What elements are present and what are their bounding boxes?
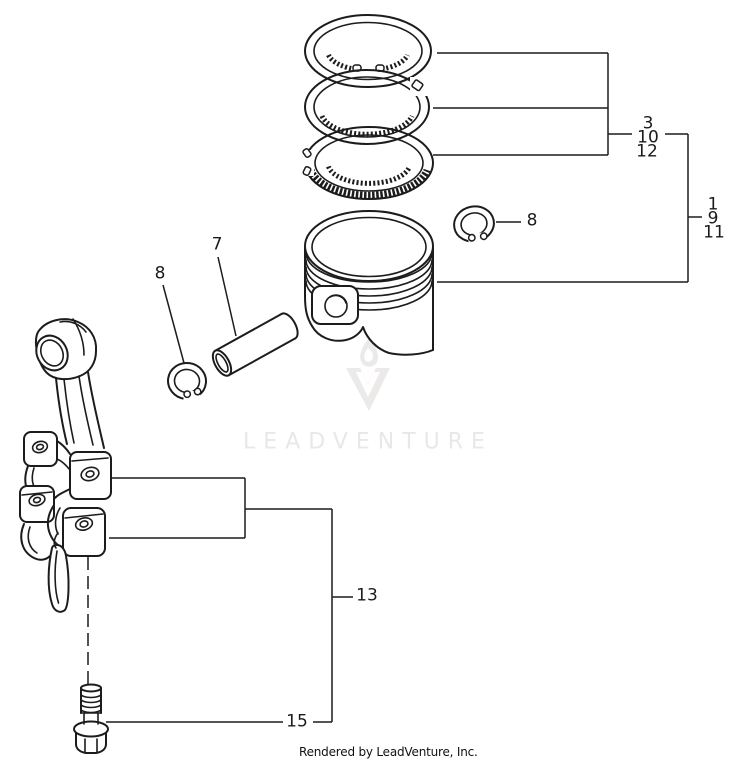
callout-clip-right-8: 8 [526, 210, 538, 231]
rod-bearing-shell [47, 544, 70, 613]
callout-ring-12: 12 [636, 141, 658, 162]
callout-piston-11: 11 [703, 222, 725, 243]
callout-piston-9: 9 [707, 208, 719, 229]
callout-bolt-15: 15 [286, 711, 308, 732]
piston-ring-middle [304, 69, 430, 145]
callout-ring-10: 10 [637, 127, 659, 148]
rod-cap [19, 485, 106, 613]
footer-credit: Rendered by LeadVenture, Inc. [299, 745, 478, 759]
rod-bolt [73, 683, 109, 754]
piston-pin-clip-right [453, 205, 495, 248]
leadventure-logo-watermark [346, 338, 390, 411]
callout-rod-13: 13 [356, 585, 378, 606]
piston-pin-clip-left [167, 361, 207, 405]
piston-oil-ring [297, 126, 434, 200]
piston [304, 210, 434, 356]
piston-pin [211, 312, 299, 377]
callout-pin-7: 7 [211, 234, 223, 255]
callout-piston-1: 1 [707, 194, 719, 215]
watermark-text: LEADVENTURE [243, 429, 493, 455]
callout-ring-3: 3 [642, 113, 654, 134]
callout-clip-left-8: 8 [154, 263, 166, 284]
connecting-rod [23, 318, 112, 503]
piston-ring-top [304, 14, 432, 88]
leader-lines [87, 52, 702, 723]
